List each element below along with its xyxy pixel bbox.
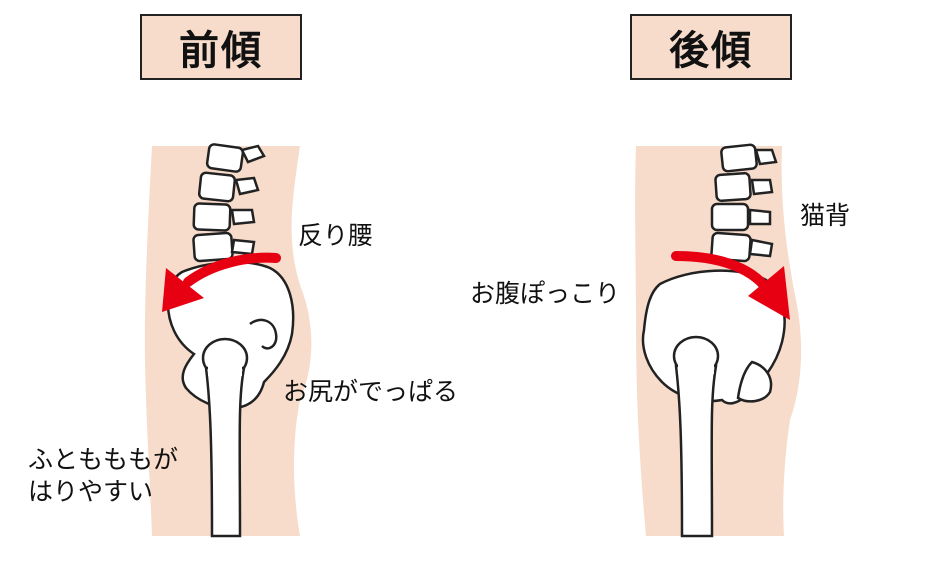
thigh-tension-label-1: ふともももが (28, 445, 179, 474)
anterior-tilt-figure (144, 143, 312, 538)
left-tilt-arrow (162, 252, 281, 312)
belly-protrudes-label: お腹ぽっこり (470, 279, 621, 308)
anterior-tilt-title: 前傾 (140, 14, 302, 80)
left-spine (192, 143, 266, 263)
right-sacrum (736, 360, 773, 403)
hip-protrudes-label: お尻がでっぱる (283, 377, 459, 406)
right-tilt-arrow (671, 251, 790, 320)
posterior-tilt-figure (635, 143, 802, 538)
sway-back-label: 反り腰 (298, 221, 374, 250)
left-femur (201, 337, 249, 538)
right-femur (672, 335, 720, 538)
right-spine (710, 143, 778, 263)
posterior-tilt-title: 後傾 (630, 14, 792, 80)
left-pelvis-notch (249, 318, 278, 350)
thigh-tension-label-2: はりやすい (28, 477, 154, 506)
hunchback-label: 猫背 (800, 201, 851, 230)
